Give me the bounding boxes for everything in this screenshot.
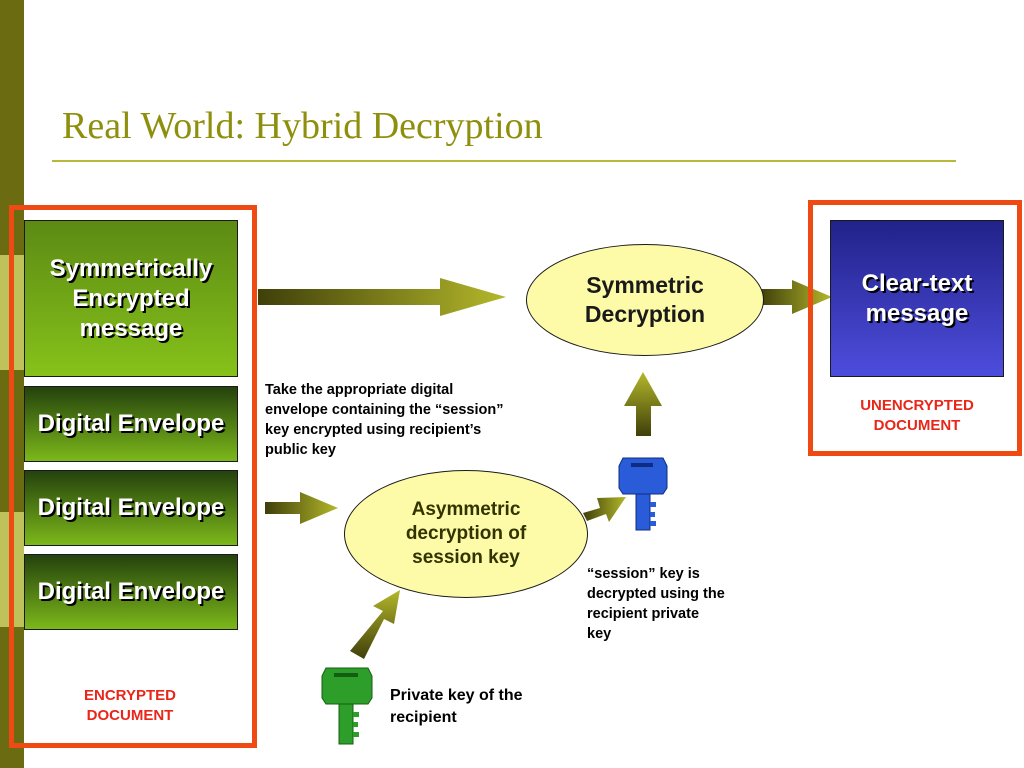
symmetric-decryption-label: Symmetric Decryption: [584, 272, 706, 327]
digital-envelope-box: Digital Envelope: [24, 554, 238, 630]
envelope-note: Take the appropriate digital envelope co…: [265, 382, 504, 458]
digital-envelope-box: Digital Envelope: [24, 386, 238, 462]
arrow-private-key-to-asymmetric: [350, 590, 400, 659]
arrow-message-to-symmetric: [258, 278, 506, 316]
encrypted-document-frame: [9, 205, 257, 748]
arrow-asymmetric-to-session-key: [583, 497, 626, 522]
private-key-icon: [321, 667, 373, 745]
arrow-session-key-to-symmetric: [624, 372, 662, 436]
digital-envelope-box: Digital Envelope: [24, 470, 238, 546]
asymmetric-decryption-node: Asymmetric decryption of session key: [344, 470, 588, 598]
title-underline: [52, 160, 956, 162]
session-key-icon: [618, 457, 668, 531]
asymmetric-decryption-label: Asymmetric decryption of session key: [405, 499, 527, 568]
slide-title: Real World: Hybrid Decryption: [62, 105, 543, 147]
symmetric-decryption-node: Symmetric Decryption: [526, 244, 764, 356]
encrypted-document-label: ENCRYPTED DOCUMENT: [84, 687, 176, 724]
clear-text-message-box: Clear-text message: [830, 220, 1004, 377]
digital-envelope-label: Digital Envelope: [37, 578, 225, 605]
digital-envelope-label: Digital Envelope: [37, 494, 225, 521]
clear-text-message-label: Clear-text message: [861, 269, 973, 327]
encrypted-message-box: Symmetrically Encrypted message: [24, 220, 238, 377]
digital-envelope-label: Digital Envelope: [37, 410, 225, 437]
encrypted-message-label: Symmetrically Encrypted message: [49, 254, 213, 342]
session-key-note: “session” key is decrypted using the rec…: [587, 566, 725, 642]
private-key-note: Private key of the recipient: [390, 687, 523, 727]
arrow-envelope-to-asymmetric: [265, 492, 338, 524]
unencrypted-document-label: UNENCRYPTED DOCUMENT: [860, 397, 974, 434]
arrow-symmetric-to-cleartext: [760, 280, 832, 314]
unencrypted-document-frame: [808, 200, 1022, 456]
